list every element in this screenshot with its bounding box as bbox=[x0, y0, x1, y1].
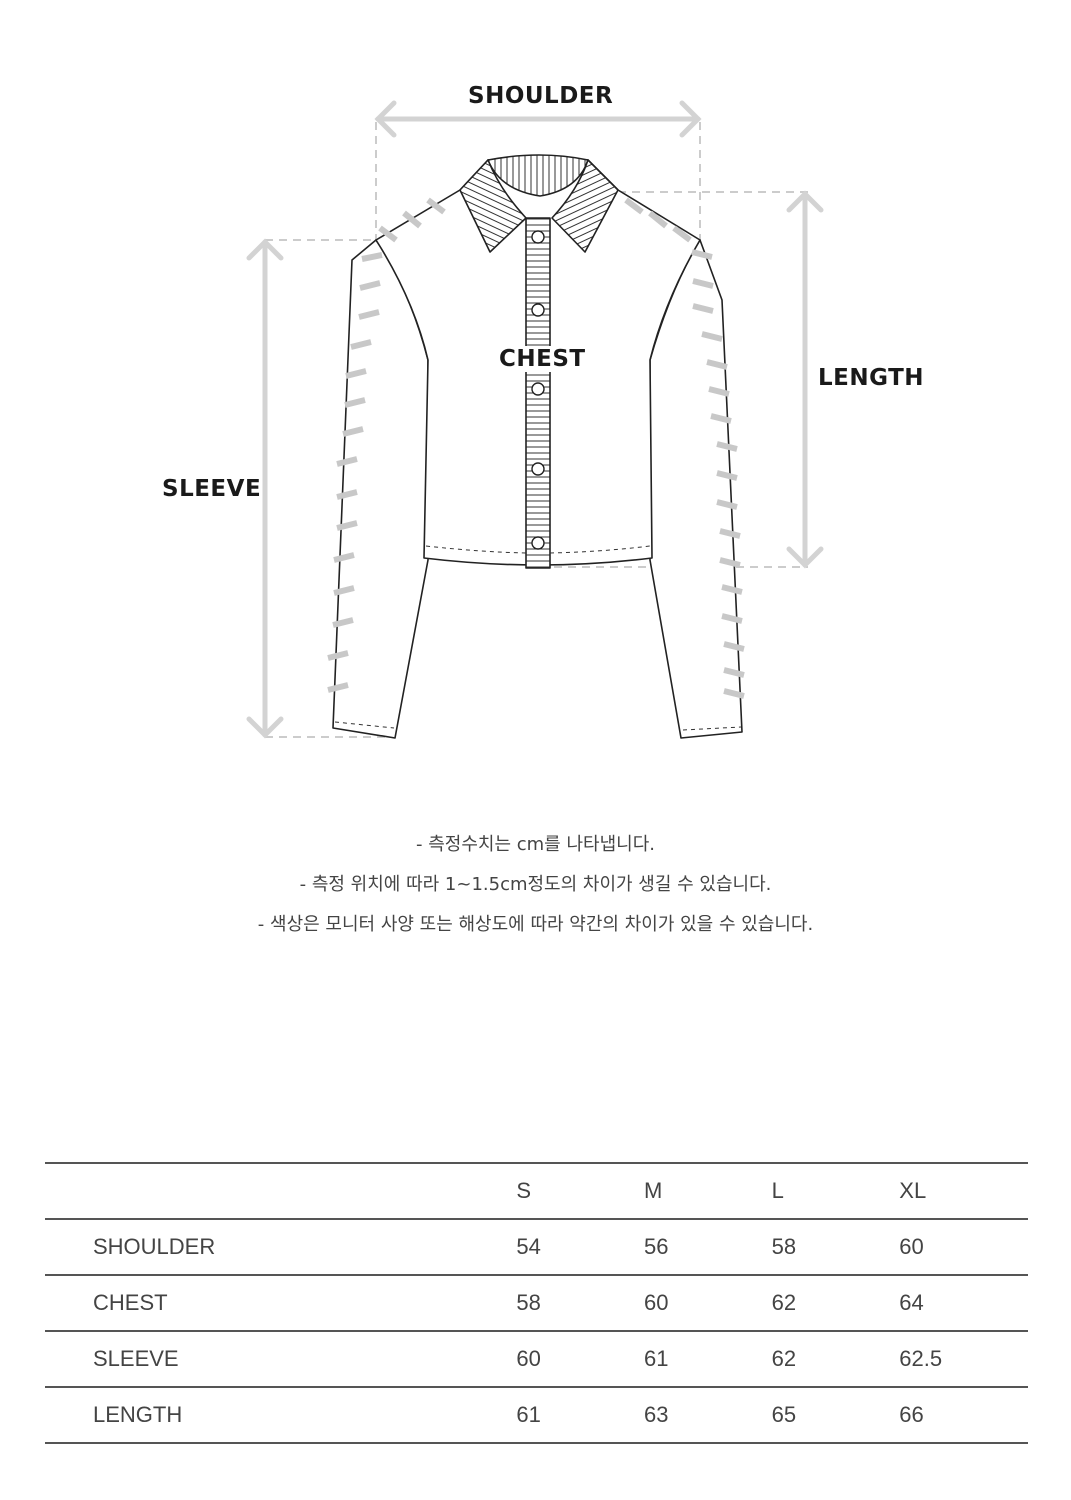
cell: 62 bbox=[771, 1290, 797, 1315]
cell: 65 bbox=[771, 1402, 797, 1427]
header-size-l: L bbox=[771, 1178, 784, 1203]
length-label: LENGTH bbox=[818, 365, 925, 391]
cell: 61 bbox=[644, 1346, 669, 1371]
table-row: CHEST 58 60 62 64 bbox=[45, 1275, 1028, 1331]
table-row: SLEEVE 60 61 62 62.5 bbox=[45, 1331, 1028, 1387]
row-label: LENGTH bbox=[93, 1402, 183, 1427]
header-size-m: M bbox=[644, 1178, 663, 1203]
row-label: SLEEVE bbox=[93, 1346, 179, 1371]
measurement-diagram: SHOULDER CHEST SLEEVE LENGTH bbox=[162, 83, 925, 739]
cell: 62 bbox=[771, 1346, 797, 1371]
table-row: LENGTH 61 63 65 66 bbox=[45, 1387, 1028, 1443]
size-table: S M L XL SHOULDER 54 56 58 60 CHEST 58 6… bbox=[45, 1162, 1028, 1444]
cell: 60 bbox=[516, 1346, 541, 1371]
cell: 66 bbox=[899, 1402, 924, 1427]
cell: 63 bbox=[644, 1402, 669, 1427]
row-label: SHOULDER bbox=[93, 1234, 216, 1259]
note-line: - 측정수치는 cm를 나타냅니다. bbox=[416, 834, 655, 855]
seam-ticks bbox=[327, 197, 745, 699]
cell: 62.5 bbox=[899, 1346, 943, 1371]
sleeve-label: SLEEVE bbox=[162, 476, 262, 502]
cell: 58 bbox=[771, 1234, 797, 1259]
cell: 56 bbox=[644, 1234, 669, 1259]
header-size-xl: XL bbox=[899, 1178, 927, 1203]
buttons bbox=[531, 230, 545, 550]
cell: 64 bbox=[899, 1290, 924, 1315]
table-header-row: S M L XL bbox=[45, 1163, 1028, 1219]
cell: 58 bbox=[516, 1290, 541, 1315]
chest-label: CHEST bbox=[497, 346, 588, 372]
table-row: SHOULDER 54 56 58 60 bbox=[45, 1219, 1028, 1275]
cell: 61 bbox=[516, 1402, 541, 1427]
hem-stitches bbox=[334, 545, 742, 731]
shoulder-label: SHOULDER bbox=[468, 83, 614, 109]
note-line: - 측정 위치에 따라 1~1.5cm정도의 차이가 생길 수 있습니다. bbox=[299, 874, 772, 895]
cell: 60 bbox=[644, 1290, 669, 1315]
cell: 60 bbox=[899, 1234, 924, 1259]
cell: 54 bbox=[516, 1234, 541, 1259]
header-empty bbox=[45, 1163, 516, 1219]
header-size-s: S bbox=[516, 1178, 532, 1203]
measurement-notes: - 측정수치는 cm를 나타냅니다. - 측정 위치에 따라 1~1.5cm정도… bbox=[0, 828, 1071, 948]
row-label: CHEST bbox=[93, 1290, 168, 1315]
note-line: - 색상은 모니터 사양 또는 해상도에 따라 약간의 차이가 있을 수 있습니… bbox=[257, 914, 814, 935]
